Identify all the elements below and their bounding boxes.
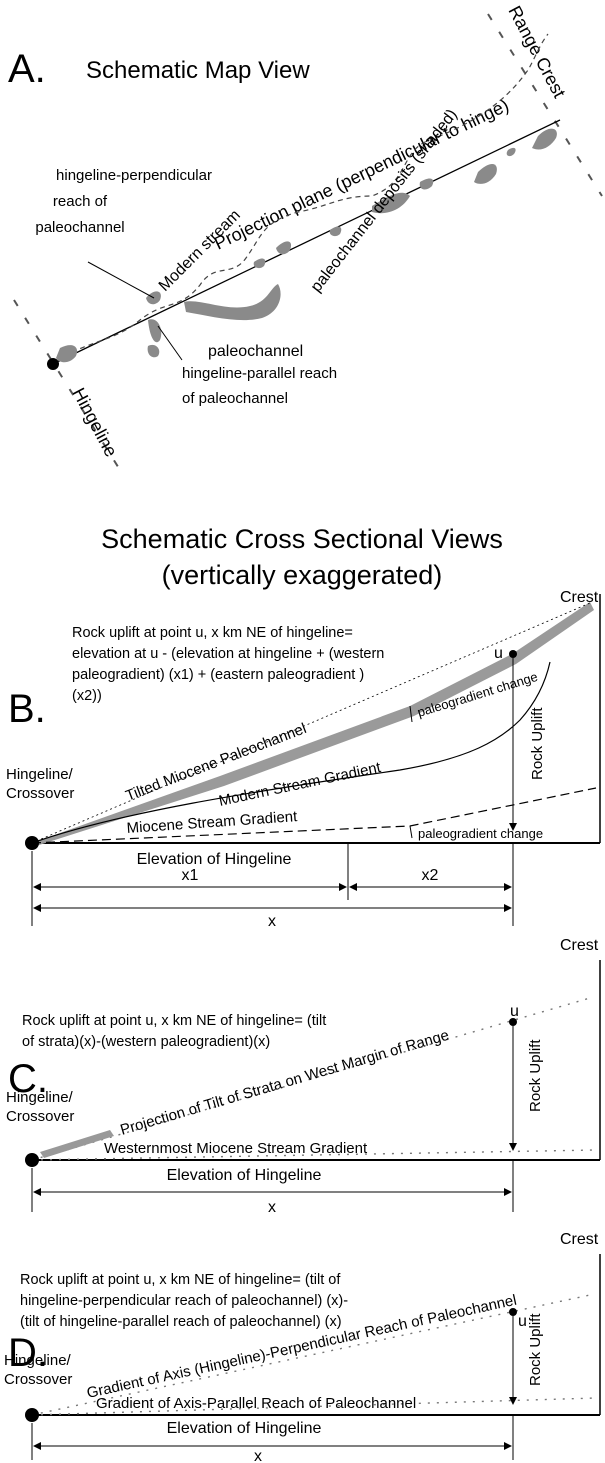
westernmost-gradient-label: Westernmost Miocene Stream Gradient: [104, 1140, 368, 1157]
panel-d-point-u: [509, 1308, 517, 1316]
panel-c-u-label: u: [510, 1003, 519, 1020]
panel-c-crest-label: Crest: [560, 937, 599, 954]
parallel-reach-label-1: hingeline-parallel reach: [182, 365, 337, 382]
projection-plane-line: [52, 119, 561, 365]
paleochannel-label: paleochannel: [208, 343, 303, 360]
perp-reach-label-3: paleochannel: [35, 219, 124, 236]
panel-d-hingeline-point: [25, 1408, 39, 1422]
cross-section-subtitle: (vertically exaggerated): [162, 560, 443, 590]
panel-a-letter: A.: [8, 47, 46, 91]
panel-b-hingeline-point: [25, 836, 39, 850]
modern-stream-line: [49, 33, 549, 369]
panel-d-formula-3: (tilt of hingeline-parallel reach of pal…: [20, 1314, 342, 1330]
panel-c-hingeline-label-1: Hingeline/: [6, 1089, 74, 1106]
panel-b-formula-4: (x2)): [72, 688, 102, 704]
panel-b-crest-label: Crest: [560, 589, 599, 606]
range-crest-line: [487, 13, 603, 197]
panel-b-formula-3: paleogradient) (x1) + (eastern paleograd…: [72, 667, 364, 683]
paleochannel-deposits-label: paleochannel deposits (shaded): [308, 106, 461, 295]
modern-stream-gradient-label: Modern Stream Gradient: [217, 759, 383, 810]
panel-c-x-label: x: [268, 1199, 276, 1216]
paleogradient-change-top-tick: [409, 705, 413, 723]
panel-b-x2-label: x2: [422, 867, 439, 884]
perp-reach-label-2: reach of: [53, 193, 108, 210]
panel-a: A. Schematic Map View Range Crest Hingel…: [8, 2, 603, 471]
panel-c-rock-uplift-label: Rock Uplift: [527, 1039, 544, 1112]
panel-d-x-label: x: [254, 1448, 262, 1463]
parallel-gradient-label: Gradient of Axis-Parallel Reach of Paleo…: [96, 1395, 416, 1412]
panel-d-hingeline-label-1: Hingeline/: [4, 1352, 72, 1369]
panel-c: Crest Rock uplift at point u, x km NE of…: [6, 937, 601, 1216]
panel-d-elevation-hingeline: Elevation of Hingeline: [167, 1420, 322, 1437]
panel-c-point-u: [509, 1018, 517, 1026]
panel-c-paleochannel-deposit: [40, 1130, 114, 1158]
paleochannel-deposits: [56, 128, 557, 363]
perpendicular-reach-leader: [87, 261, 155, 299]
panel-c-formula-2: of strata)(x)-(western paleogradient)(x): [22, 1034, 270, 1050]
panel-b-x-label: x: [268, 913, 276, 930]
modern-stream-label: Modern stream: [156, 207, 244, 295]
panel-d-u-label: u: [518, 1313, 527, 1330]
panel-c-hingeline-point: [25, 1153, 39, 1167]
panel-d: Crest Rock uplift at point u, x km NE of…: [4, 1231, 601, 1463]
panel-b-elevation-hingeline: Elevation of Hingeline: [137, 851, 292, 868]
panel-d-rock-uplift-label: Rock Uplift: [527, 1313, 544, 1386]
hingeline-label: Hingeline: [68, 384, 121, 460]
panel-a-title: Schematic Map View: [86, 57, 310, 84]
panel-c-formula-1: Rock uplift at point u, x km NE of hinge…: [22, 1013, 326, 1029]
cross-section-title: Schematic Cross Sectional Views: [101, 524, 503, 554]
panel-b-x1-label: x1: [182, 867, 199, 884]
panel-c-hingeline-label-2: Crossover: [6, 1108, 74, 1125]
perp-reach-label-1: hingeline-perpendicular: [56, 167, 212, 184]
panel-b-formula-1: Rock uplift at point u, x km NE of hinge…: [72, 625, 353, 641]
panel-b-rock-uplift-label: Rock Uplift: [529, 707, 546, 780]
panel-c-letter: C.: [8, 1057, 48, 1101]
paleogradient-change-bottom-tick: [409, 825, 413, 839]
panel-d-crest-label: Crest: [560, 1231, 599, 1248]
panel-c-elevation-hingeline: Elevation of Hingeline: [167, 1167, 322, 1184]
paleogradient-change-bottom-label: paleogradient change: [418, 826, 543, 841]
tilted-paleochannel-line: [31, 602, 591, 844]
panel-b-point-u: [509, 650, 517, 658]
panel-b-u-label: u: [494, 645, 503, 662]
hingeline-point: [47, 358, 59, 370]
panel-d-formula-1: Rock uplift at point u, x km NE of hinge…: [20, 1272, 341, 1288]
panel-b-hingeline-label-1: Hingeline/: [6, 766, 74, 783]
panel-b-hingeline-label-2: Crossover: [6, 785, 74, 802]
panel-b-formula-2: elevation at u - (elevation at hingeline…: [72, 646, 384, 662]
parallel-reach-leader: [157, 325, 183, 361]
modern-stream-gradient-line: [31, 661, 551, 844]
panel-d-formula-2: hingeline-perpendicular reach of paleoch…: [20, 1293, 348, 1309]
panel-b-letter: B.: [8, 687, 46, 731]
panel-d-hingeline-label-2: Crossover: [4, 1371, 72, 1388]
panel-b: Crest Rock uplift at point u, x km NE of…: [6, 589, 601, 930]
panel-d-letter: D.: [8, 1331, 48, 1375]
parallel-reach-label-2: of paleochannel: [182, 390, 288, 407]
